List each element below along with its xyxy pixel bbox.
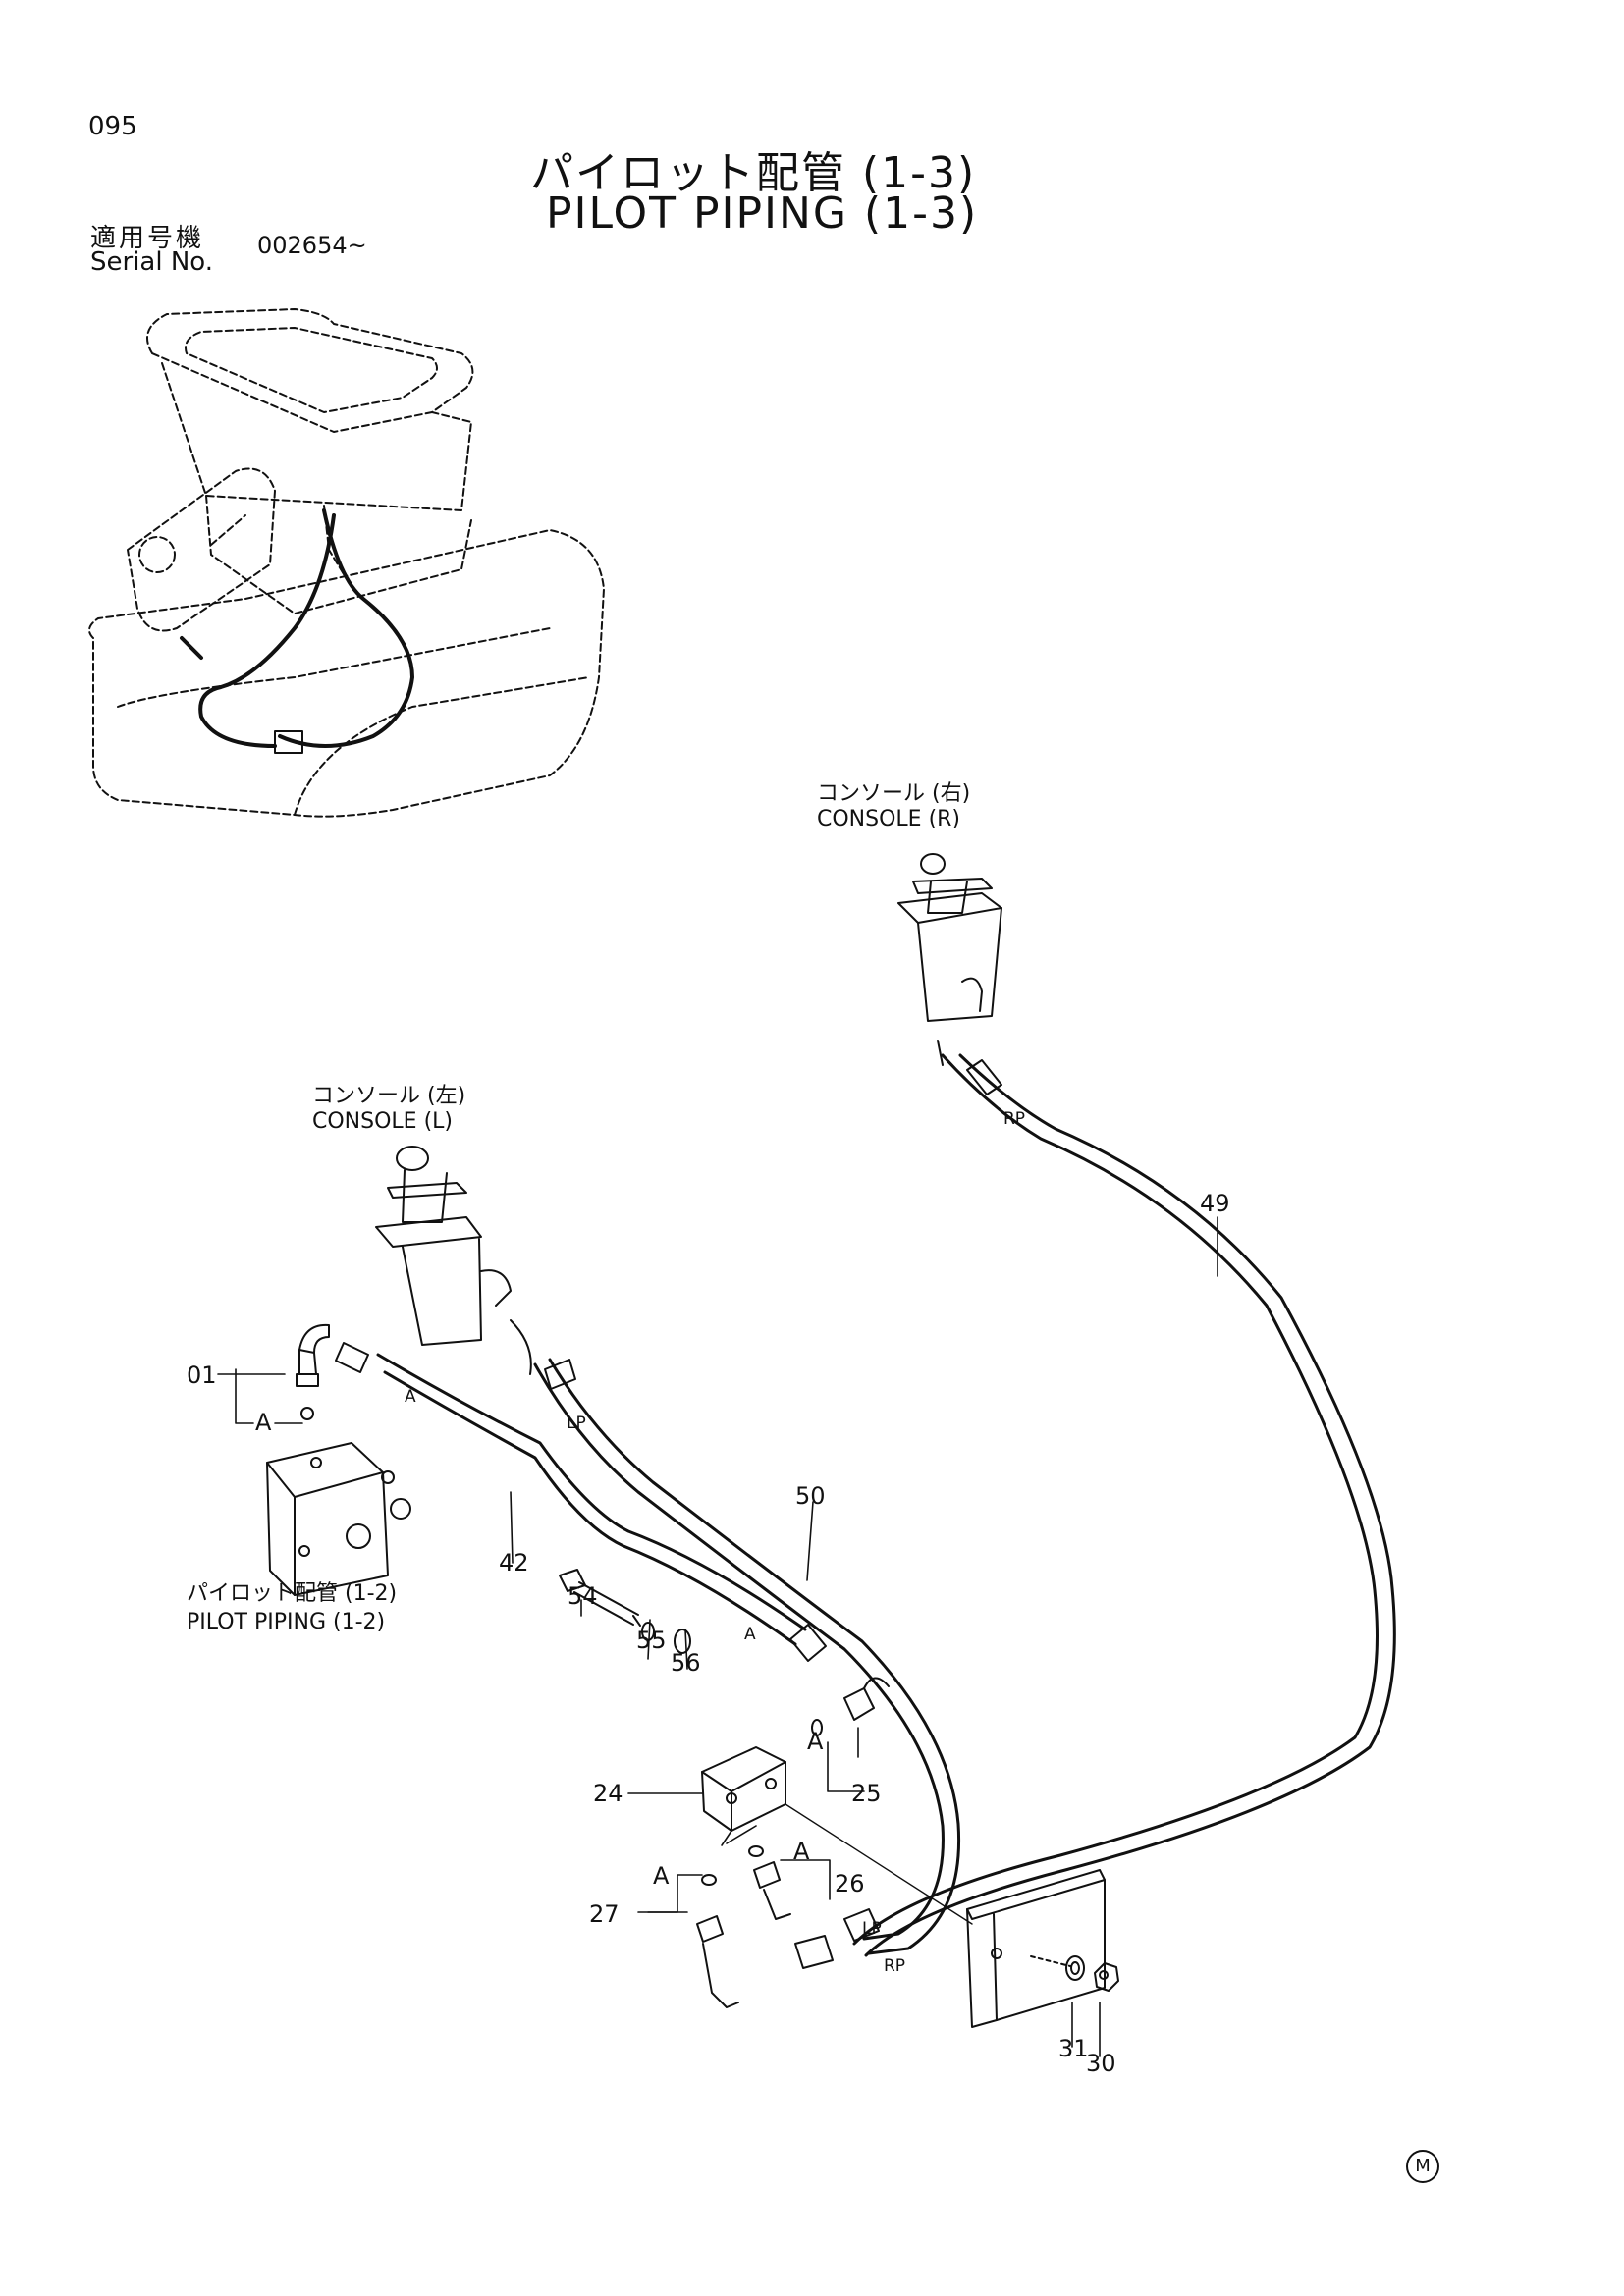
o-ring-01 bbox=[300, 1407, 314, 1420]
marker-lp-bottom: LP bbox=[862, 1919, 882, 1939]
part-26-fitting bbox=[753, 1861, 791, 1920]
title-english: PILOT PIPING (1-3) bbox=[546, 188, 979, 239]
console-r-label-en: CONSOLE (R) bbox=[817, 807, 961, 831]
marker-a-hose-bottom: A bbox=[744, 1625, 756, 1644]
overview-hoses bbox=[180, 508, 414, 748]
callout-56: 56 bbox=[671, 1649, 701, 1677]
serial-label-japanese: 適用号機 bbox=[90, 224, 205, 253]
callout-24: 24 bbox=[593, 1780, 623, 1807]
overview-bracket bbox=[274, 730, 303, 754]
leader-lines bbox=[217, 1216, 1218, 2057]
marker-rp-top: RP bbox=[1003, 1109, 1026, 1129]
hose-49 bbox=[852, 1053, 1396, 1957]
part-01-elbow bbox=[296, 1323, 330, 1387]
marker-a-01: A bbox=[255, 1409, 272, 1436]
console-r-label-jp: コンソール (右) bbox=[817, 781, 971, 806]
callout-55: 55 bbox=[636, 1627, 667, 1654]
callout-49: 49 bbox=[1200, 1190, 1230, 1217]
part-27-fitting bbox=[696, 1915, 739, 2008]
callout-01: 01 bbox=[187, 1362, 217, 1389]
callout-25: 25 bbox=[851, 1780, 882, 1807]
marker-a-hose-top: A bbox=[405, 1387, 416, 1407]
hose-fittings bbox=[335, 1059, 1002, 1969]
o-ring-27 bbox=[701, 1874, 717, 1886]
callout-42: 42 bbox=[499, 1549, 529, 1576]
o-ring-26 bbox=[748, 1845, 764, 1857]
part-24-block bbox=[701, 1746, 786, 1832]
serial-label-english: Serial No. bbox=[90, 247, 213, 277]
manufacturer-mark: M bbox=[1406, 2150, 1439, 2183]
o-ring-25 bbox=[811, 1719, 823, 1736]
part-56-washer bbox=[674, 1629, 691, 1654]
marker-rp-bottom: RP bbox=[884, 1956, 906, 1976]
valve-block-drawing bbox=[266, 1442, 411, 1596]
callout-27: 27 bbox=[589, 1900, 620, 1928]
console-r-drawing bbox=[897, 853, 1002, 1066]
serial-number-value: 002654~ bbox=[257, 232, 367, 259]
callout-50: 50 bbox=[795, 1482, 826, 1510]
callout-54: 54 bbox=[568, 1582, 598, 1610]
hose-50 bbox=[533, 1358, 961, 1955]
marker-a-27: A bbox=[653, 1862, 670, 1890]
bolt-path-dashed bbox=[1030, 1955, 1071, 1967]
pilot-ref-label-jp: パイロット配管 (1-2) bbox=[187, 1581, 398, 1606]
part-54-bolt bbox=[559, 1569, 641, 1627]
callout-26: 26 bbox=[835, 1870, 865, 1897]
part-55-washer bbox=[641, 1622, 655, 1641]
marker-lp-top: LP bbox=[567, 1414, 586, 1433]
console-l-drawing bbox=[375, 1146, 532, 1375]
marker-a-25: A bbox=[807, 1728, 824, 1755]
callout-30: 30 bbox=[1086, 2050, 1116, 2077]
marker-a-26: A bbox=[793, 1838, 810, 1865]
part-30-nut bbox=[1094, 1962, 1119, 1992]
part-31-washer bbox=[1065, 1955, 1085, 1981]
bracket-plate bbox=[966, 1869, 1106, 2028]
hose-42 bbox=[376, 1353, 807, 1646]
console-l-label-jp: コンソール (左) bbox=[312, 1084, 466, 1108]
pilot-ref-label-en: PILOT PIPING (1-2) bbox=[187, 1610, 386, 1634]
console-l-label-en: CONSOLE (L) bbox=[312, 1109, 453, 1134]
title-japanese: パイロット配管 (1-3) bbox=[530, 148, 977, 198]
callout-31: 31 bbox=[1058, 2035, 1089, 2062]
part-25-fitting bbox=[843, 1677, 890, 1721]
page-number: 095 bbox=[88, 112, 137, 141]
seat-overview-sketch bbox=[88, 308, 605, 818]
